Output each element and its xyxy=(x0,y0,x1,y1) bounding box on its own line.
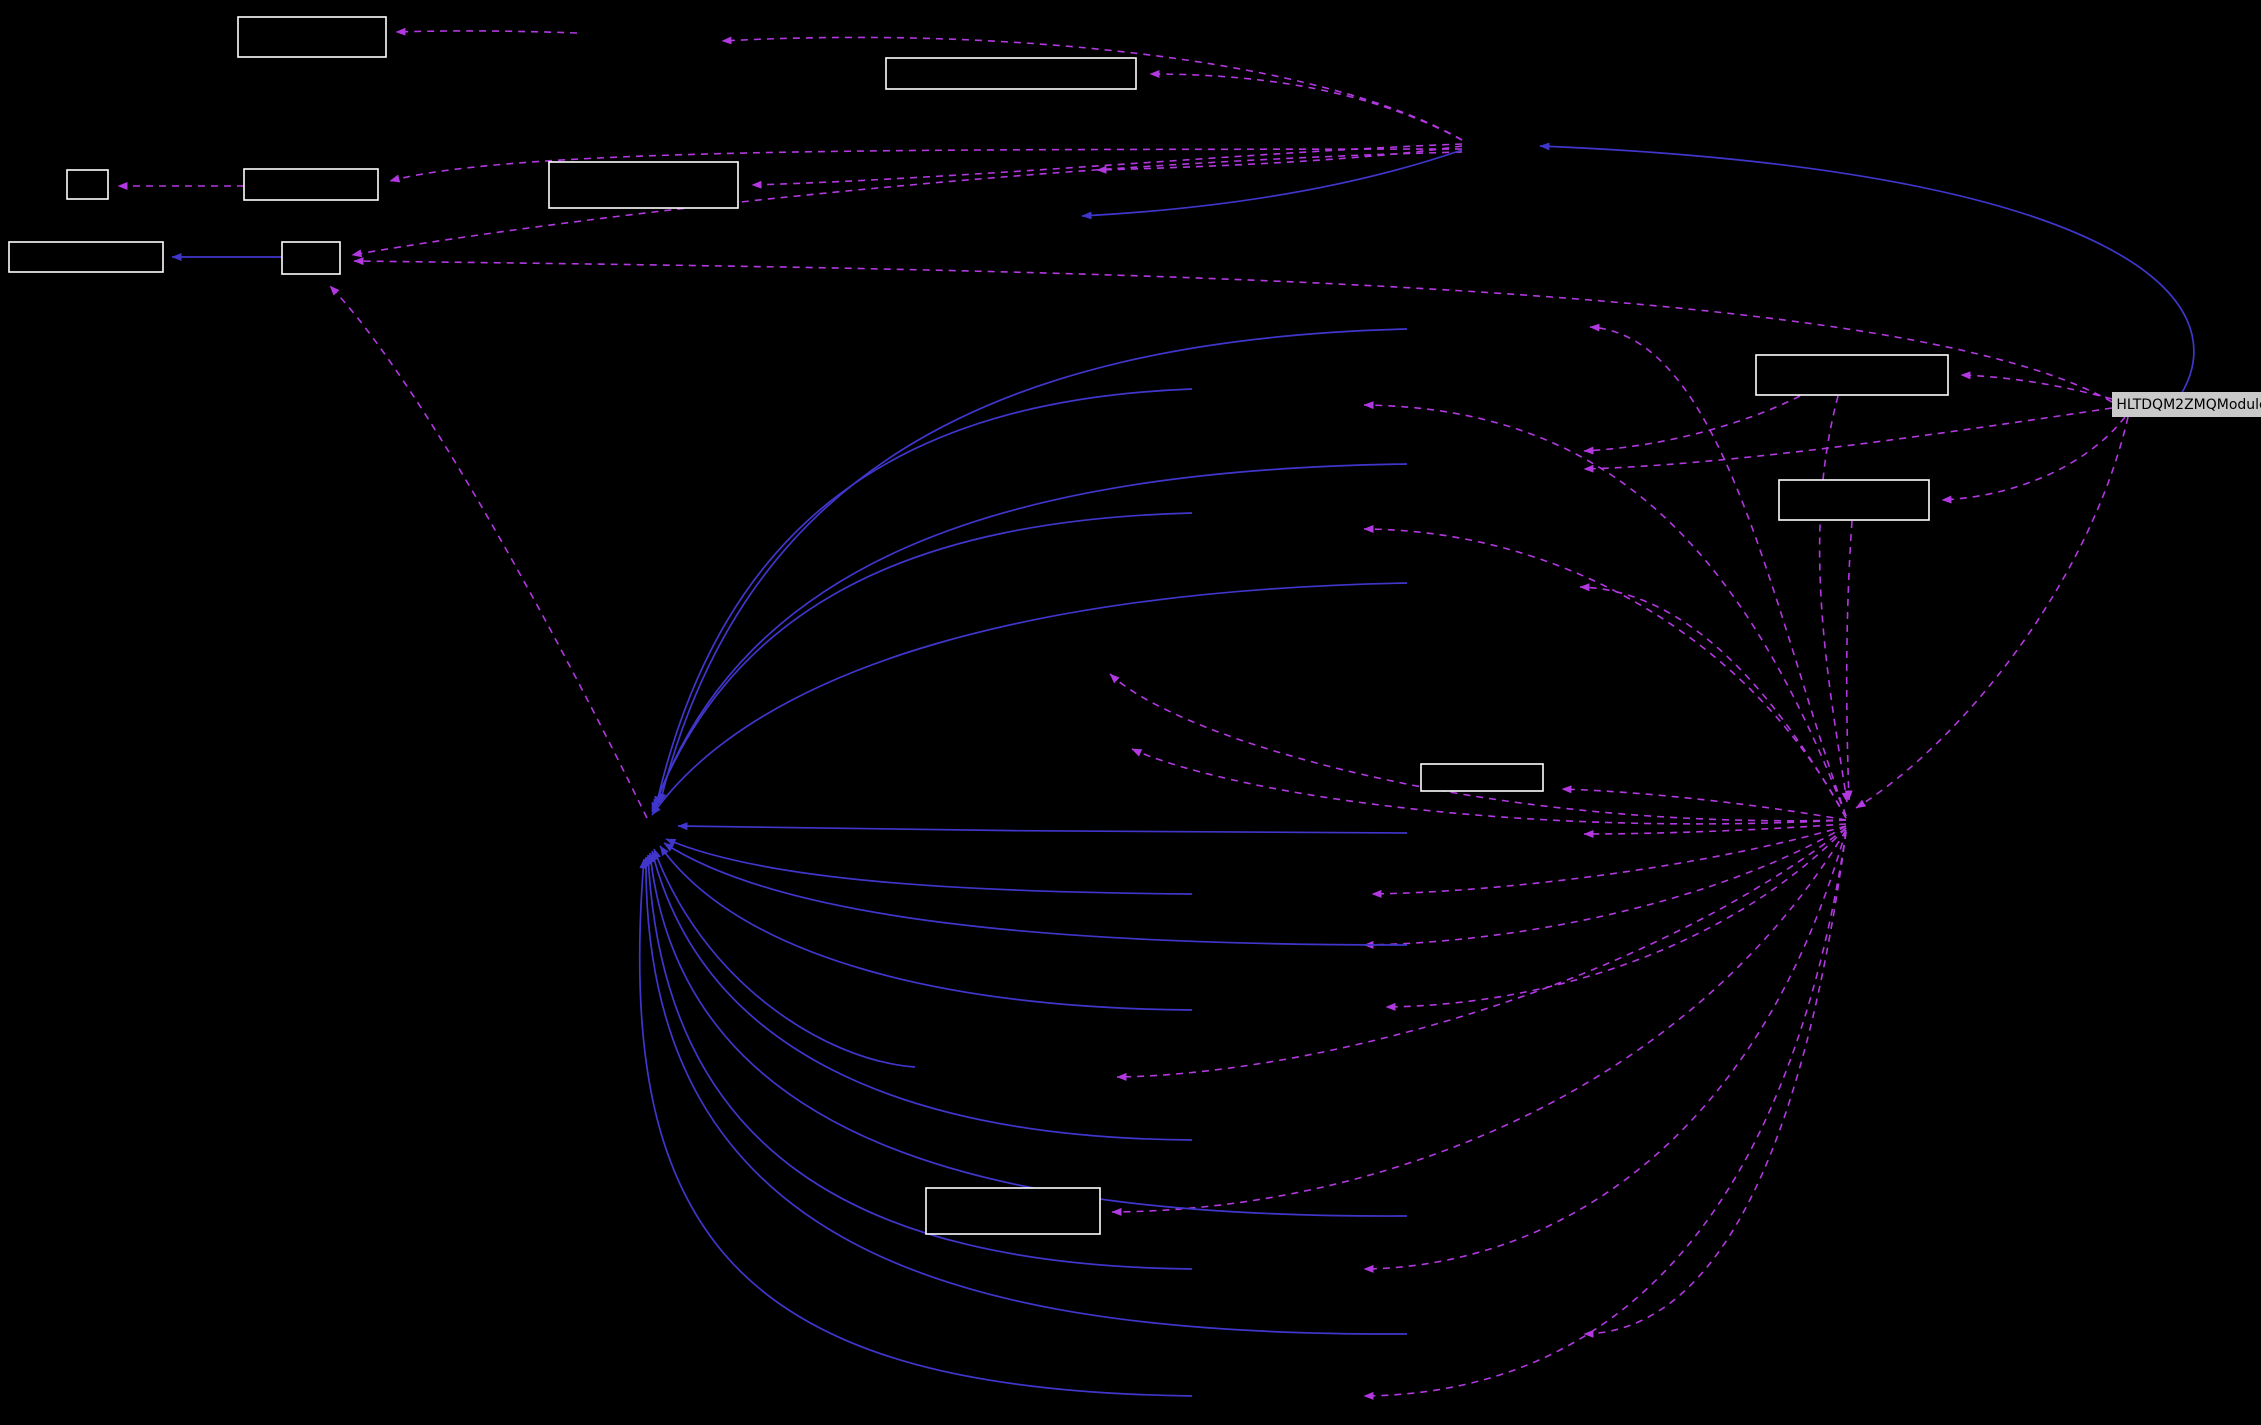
dashed-edge xyxy=(1818,395,1850,803)
solid-edge xyxy=(644,854,1193,1270)
dashed-edge xyxy=(1844,520,1853,801)
dashed-edge xyxy=(1363,825,1847,949)
solid-edge xyxy=(641,856,1408,1335)
dashed-edge xyxy=(1363,525,1847,819)
node-box-4[interactable] xyxy=(243,168,379,201)
dashed-edges xyxy=(117,27,2129,1400)
dashed-edge xyxy=(1583,407,2113,473)
dashed-edge xyxy=(1855,416,2129,809)
dashed-edge xyxy=(1579,583,1847,819)
dashed-edge xyxy=(1589,323,1847,817)
solid-edge xyxy=(659,845,1193,1011)
solid-edges xyxy=(171,142,2195,1397)
selected-node-box[interactable] xyxy=(2112,392,2261,417)
dashed-edge xyxy=(1960,371,2113,400)
solid-edge xyxy=(677,822,1408,834)
solid-edge xyxy=(665,838,1193,895)
dashed-edge xyxy=(329,285,648,819)
solid-edge xyxy=(1081,149,1463,220)
dashed-edge xyxy=(1583,395,1801,455)
dashed-edge xyxy=(1941,416,2126,504)
solid-edge xyxy=(1539,142,2195,397)
dashed-edge xyxy=(1109,673,1847,822)
selected-node-label: HLTDQM2ZMQModule xyxy=(2116,397,2261,413)
graph-nodes: HLTDQM2ZMQModule xyxy=(8,16,2261,1235)
solid-edge xyxy=(647,852,1408,1217)
solid-edge xyxy=(651,582,1408,816)
dashed-edge xyxy=(395,27,578,36)
dashed-edge xyxy=(1149,70,1463,141)
node-hltdqm2zmqmodule[interactable]: HLTDQM2ZMQModule xyxy=(2112,392,2261,417)
dashed-edge xyxy=(351,151,1463,258)
dashed-edge xyxy=(1371,825,1847,898)
dashed-edge xyxy=(1363,829,1847,1273)
node-box-10[interactable] xyxy=(1420,763,1544,792)
solid-edge xyxy=(663,842,1408,946)
node-box-3[interactable] xyxy=(66,169,109,200)
dashed-edge xyxy=(1561,785,1847,821)
dashed-edge xyxy=(1096,145,1463,174)
node-box-6[interactable] xyxy=(8,241,164,273)
dashed-edge xyxy=(721,36,1463,141)
dashed-edge xyxy=(1385,827,1847,1011)
solid-edge xyxy=(658,328,1408,804)
dashed-edge xyxy=(1363,831,1847,1400)
node-box-8[interactable] xyxy=(1755,354,1949,396)
dashed-edge xyxy=(1116,827,1847,1081)
node-box-7[interactable] xyxy=(281,241,341,275)
solid-edge xyxy=(651,512,1193,813)
dashed-edge xyxy=(1131,748,1847,825)
dashed-edge xyxy=(1583,823,1847,838)
node-box-2[interactable] xyxy=(885,57,1137,90)
dashed-edge xyxy=(1363,401,1847,817)
dashed-edge xyxy=(1583,831,1847,1338)
solid-edge xyxy=(638,858,1193,1397)
solid-edge xyxy=(653,848,916,1068)
node-box-1[interactable] xyxy=(237,16,387,58)
solid-edge xyxy=(650,850,1193,1141)
dashed-edge xyxy=(389,148,1463,183)
solid-edge xyxy=(653,463,1408,810)
dashed-edge xyxy=(1111,829,1847,1216)
node-box-11[interactable] xyxy=(925,1187,1101,1235)
dashed-edge xyxy=(353,257,2113,403)
node-box-5[interactable] xyxy=(548,161,739,209)
solid-edge xyxy=(654,388,1193,807)
node-box-9[interactable] xyxy=(1778,479,1930,521)
